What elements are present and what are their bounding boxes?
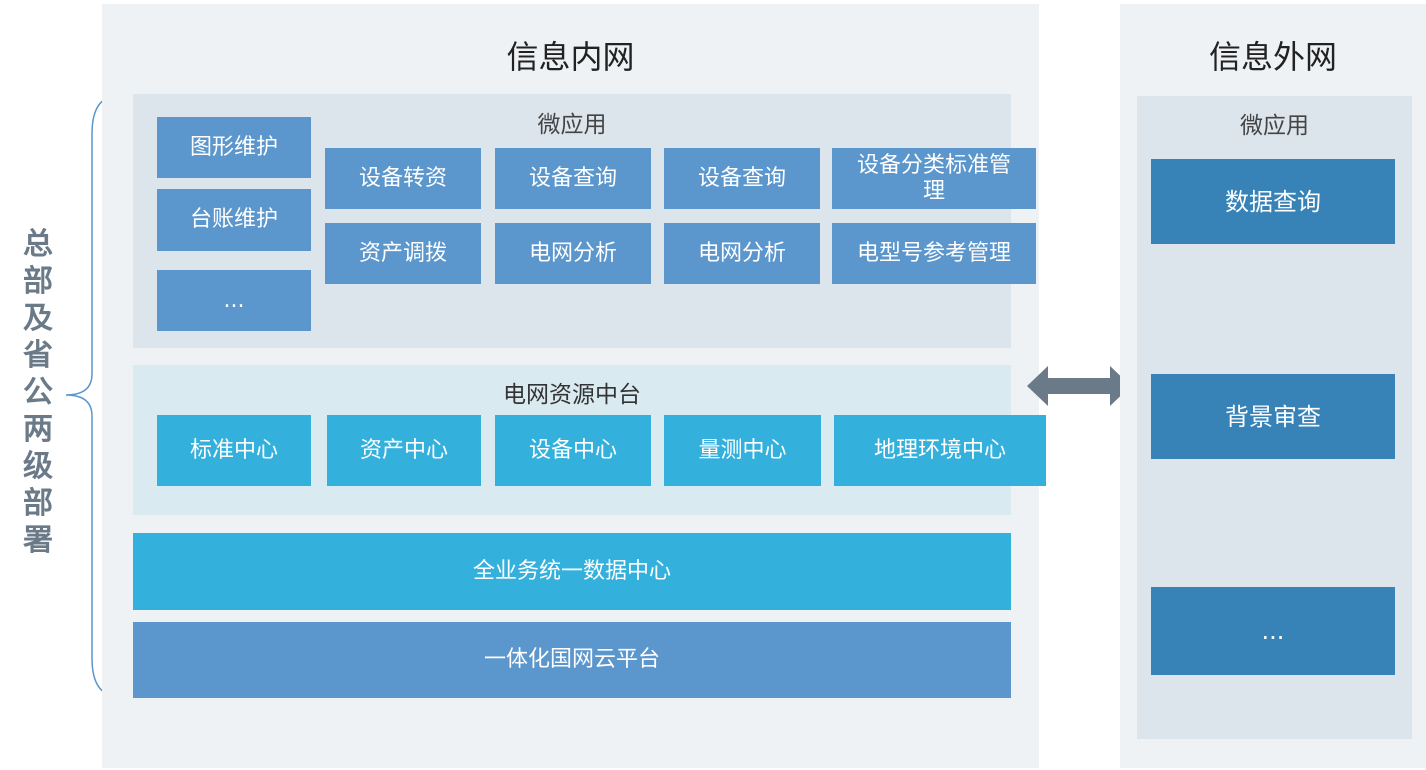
app-item[interactable]: 资产调拨 — [325, 223, 481, 284]
extranet-app-data-query[interactable]: 数据查询 — [1151, 159, 1395, 244]
center-item[interactable]: 标准中心 — [157, 415, 311, 486]
app-item[interactable]: 设备转资 — [325, 148, 481, 209]
center-item[interactable]: 资产中心 — [327, 415, 481, 486]
deployment-scope-label: 总部及省公两级部署 — [23, 227, 53, 558]
app-more[interactable]: ... — [157, 270, 311, 331]
app-item[interactable]: 电网分析 — [664, 223, 820, 284]
micro-apps-title: 微应用 — [537, 112, 607, 138]
resource-center-title: 电网资源中台 — [503, 382, 641, 408]
bidirectional-arrow-icon — [1027, 366, 1131, 406]
intranet-title: 信息内网 — [506, 38, 635, 76]
app-item[interactable]: 设备查询 — [664, 148, 820, 209]
extranet-app-background-check[interactable]: 背景审查 — [1151, 374, 1395, 459]
cloud-platform[interactable]: 一体化国网云平台 — [133, 622, 1011, 698]
center-item[interactable]: 设备中心 — [495, 415, 651, 486]
brace-icon — [65, 95, 119, 697]
app-item[interactable]: 电型号参考管理 — [832, 223, 1036, 284]
data-center[interactable]: 全业务统一数据中心 — [133, 533, 1011, 610]
app-ledger-maintenance[interactable]: 台账维护 — [157, 189, 311, 251]
extranet-micro-apps-title: 微应用 — [1240, 113, 1309, 139]
app-item[interactable]: 设备查询 — [495, 148, 651, 209]
app-item[interactable]: 电网分析 — [495, 223, 651, 284]
center-item[interactable]: 量测中心 — [664, 415, 821, 486]
extranet-app-more[interactable]: ... — [1151, 587, 1395, 675]
app-item[interactable]: 设备分类标准管理 — [832, 148, 1036, 209]
extranet-title: 信息外网 — [1208, 38, 1337, 76]
center-item[interactable]: 地理环境中心 — [834, 415, 1046, 486]
app-graphic-maintenance[interactable]: 图形维护 — [157, 117, 311, 178]
